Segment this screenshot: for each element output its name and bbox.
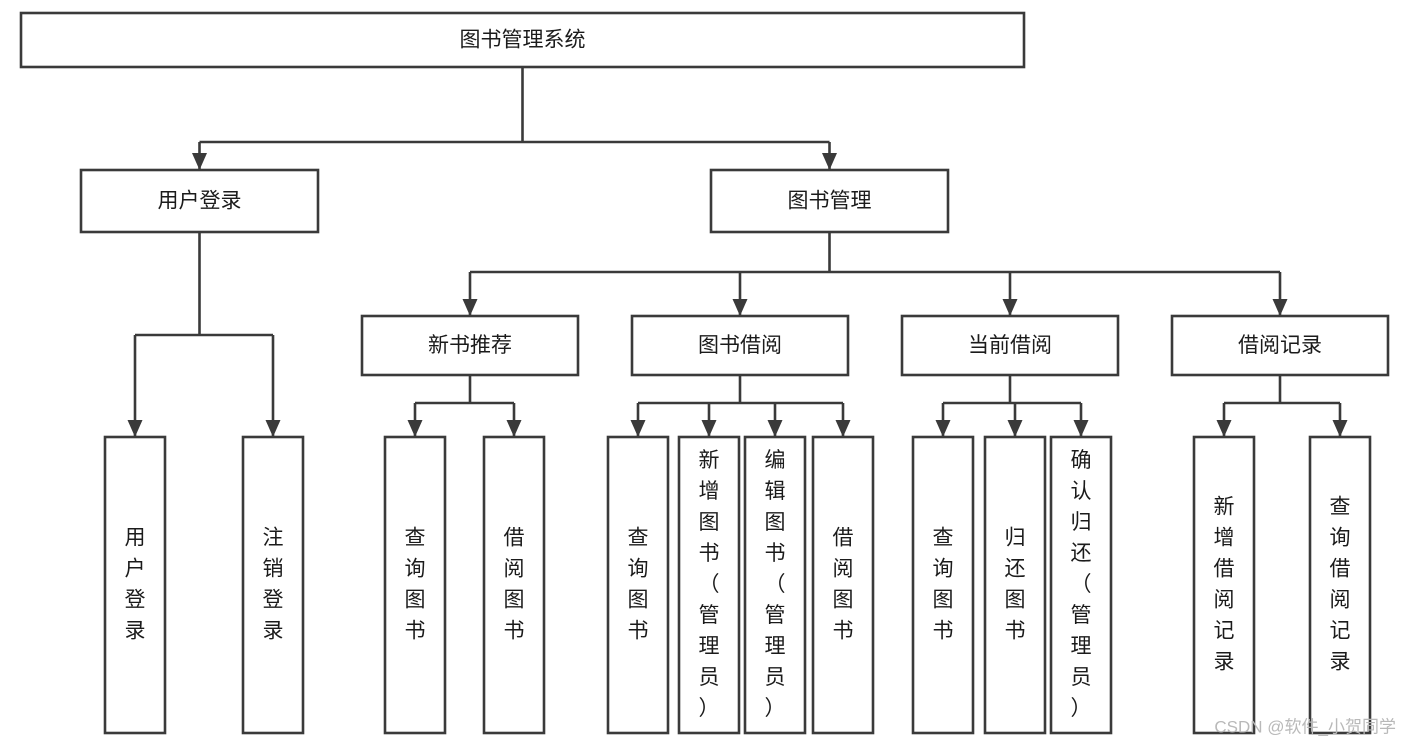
arrow-head-leaf-query-record bbox=[1332, 420, 1348, 437]
node-label-current-borrow: 当前借阅 bbox=[968, 334, 1052, 357]
arrow-head-leaf-edit-book bbox=[767, 420, 783, 437]
node-box-leaf-add-record bbox=[1192, 435, 1256, 735]
arrow-head-leaf-add-record bbox=[1216, 420, 1232, 437]
node-box-leaf-return-book bbox=[983, 435, 1047, 735]
node-label-leaf-user-login: 用户登录 bbox=[125, 526, 146, 642]
node-label-leaf-borrow-book-1: 借阅图书 bbox=[504, 526, 525, 642]
arrow-head-leaf-user-logout bbox=[265, 420, 281, 437]
arrow-head-leaf-borrow-book-2 bbox=[835, 420, 851, 437]
node-leaf-query-book-2[interactable]: 查询图书 bbox=[606, 435, 670, 735]
node-leaf-user-login[interactable]: 用户登录 bbox=[103, 435, 167, 735]
arrow-head-book-borrow bbox=[732, 299, 748, 316]
node-book-borrow[interactable]: 图书借阅 bbox=[630, 314, 850, 377]
node-current-borrow[interactable]: 当前借阅 bbox=[900, 314, 1120, 377]
arrow-head-leaf-query-book-1 bbox=[407, 420, 423, 437]
csdn-watermark: CSDN @软件_小贺同学 bbox=[1214, 717, 1396, 736]
node-leaf-return-book[interactable]: 归还图书 bbox=[983, 435, 1047, 735]
node-layer: 图书管理系统用户登录图书管理新书推荐图书借阅当前借阅借阅记录用户登录注销登录查询… bbox=[19, 11, 1390, 735]
node-label-book-borrow: 图书借阅 bbox=[698, 334, 782, 357]
arrow-head-leaf-add-book bbox=[701, 420, 717, 437]
arrow-head-user-login bbox=[192, 153, 207, 170]
node-borrow-record[interactable]: 借阅记录 bbox=[1170, 314, 1390, 377]
arrow-head-leaf-user-login bbox=[127, 420, 143, 437]
node-box-leaf-query-book-2 bbox=[606, 435, 670, 735]
node-label-leaf-query-book-1: 查询图书 bbox=[405, 526, 426, 642]
node-label-root: 图书管理系统 bbox=[460, 29, 586, 52]
node-leaf-borrow-book-2[interactable]: 借阅图书 bbox=[811, 435, 875, 735]
node-box-user-login bbox=[79, 168, 320, 234]
node-label-leaf-query-book-3: 查询图书 bbox=[933, 526, 954, 642]
node-leaf-add-record[interactable]: 新增借阅记录 bbox=[1192, 435, 1256, 735]
node-leaf-borrow-book-1[interactable]: 借阅图书 bbox=[482, 435, 546, 735]
node-leaf-query-book-1[interactable]: 查询图书 bbox=[383, 435, 447, 735]
node-box-book-borrow bbox=[630, 314, 850, 377]
arrow-head-leaf-return-book bbox=[1007, 420, 1023, 437]
node-leaf-edit-book[interactable]: 编辑图书（管理员） bbox=[743, 435, 807, 735]
node-box-leaf-user-login bbox=[103, 435, 167, 735]
node-box-leaf-user-logout bbox=[241, 435, 305, 735]
node-label-leaf-edit-book: 编辑图书（管理员） bbox=[765, 449, 786, 720]
node-box-leaf-query-book-3 bbox=[911, 435, 975, 735]
node-box-root bbox=[19, 11, 1026, 69]
node-leaf-query-record[interactable]: 查询借阅记录 bbox=[1308, 435, 1372, 735]
node-box-leaf-borrow-book-2 bbox=[811, 435, 875, 735]
node-root[interactable]: 图书管理系统 bbox=[19, 11, 1026, 69]
node-leaf-user-logout[interactable]: 注销登录 bbox=[241, 435, 305, 735]
node-box-leaf-query-book-1 bbox=[383, 435, 447, 735]
node-user-login[interactable]: 用户登录 bbox=[79, 168, 320, 234]
arrow-head-leaf-confirm-return bbox=[1073, 420, 1089, 437]
node-new-book-rec[interactable]: 新书推荐 bbox=[360, 314, 580, 377]
node-box-leaf-confirm-return bbox=[1049, 435, 1113, 735]
connector-layer bbox=[127, 67, 1348, 437]
arrow-head-leaf-query-book-2 bbox=[630, 420, 646, 437]
node-label-leaf-return-book: 归还图书 bbox=[1005, 526, 1026, 642]
node-box-borrow-record bbox=[1170, 314, 1390, 377]
node-label-leaf-add-book: 新增图书（管理员） bbox=[699, 449, 720, 720]
node-label-user-login: 用户登录 bbox=[158, 190, 242, 213]
node-label-leaf-query-book-2: 查询图书 bbox=[628, 526, 649, 642]
node-leaf-query-book-3[interactable]: 查询图书 bbox=[911, 435, 975, 735]
node-label-borrow-record: 借阅记录 bbox=[1238, 334, 1322, 357]
node-label-new-book-rec: 新书推荐 bbox=[428, 334, 512, 357]
node-leaf-confirm-return[interactable]: 确认归还（管理员） bbox=[1049, 435, 1113, 735]
node-label-leaf-query-record: 查询借阅记录 bbox=[1330, 495, 1351, 673]
node-label-leaf-user-logout: 注销登录 bbox=[263, 526, 284, 642]
node-label-leaf-borrow-book-2: 借阅图书 bbox=[833, 526, 854, 642]
arrow-head-borrow-record bbox=[1272, 299, 1288, 316]
node-leaf-add-book[interactable]: 新增图书（管理员） bbox=[677, 435, 741, 735]
arrow-head-book-manage bbox=[822, 153, 837, 170]
node-box-book-manage bbox=[709, 168, 950, 234]
arrow-head-current-borrow bbox=[1002, 299, 1018, 316]
arrow-head-leaf-query-book-3 bbox=[935, 420, 951, 437]
node-box-leaf-borrow-book-1 bbox=[482, 435, 546, 735]
node-box-leaf-edit-book bbox=[743, 435, 807, 735]
node-book-manage[interactable]: 图书管理 bbox=[709, 168, 950, 234]
node-box-leaf-add-book bbox=[677, 435, 741, 735]
arrow-head-new-book-rec bbox=[462, 299, 478, 316]
node-box-current-borrow bbox=[900, 314, 1120, 377]
node-label-leaf-confirm-return: 确认归还（管理员） bbox=[1071, 449, 1092, 720]
node-box-new-book-rec bbox=[360, 314, 580, 377]
node-label-book-manage: 图书管理 bbox=[788, 190, 872, 213]
node-box-leaf-query-record bbox=[1308, 435, 1372, 735]
node-label-leaf-add-record: 新增借阅记录 bbox=[1214, 495, 1235, 673]
arrow-head-leaf-borrow-book-1 bbox=[506, 420, 522, 437]
